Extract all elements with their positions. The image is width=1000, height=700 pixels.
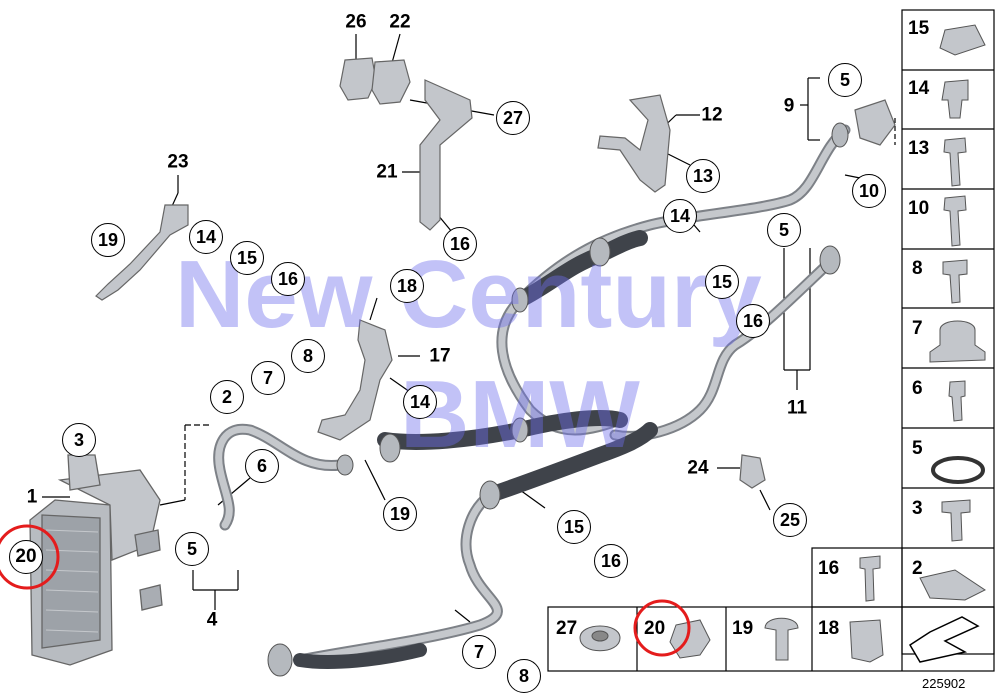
callout-12: 12 <box>701 104 723 126</box>
part-cell-label: 8 <box>912 258 923 279</box>
callout-21: 21 <box>376 161 398 183</box>
diagram-number: 225902 <box>922 676 966 691</box>
callout-15-lower: 15 <box>557 510 591 544</box>
callout-8-lower: 8 <box>507 659 541 693</box>
callout-23: 23 <box>167 151 189 173</box>
callout-27: 27 <box>496 101 530 135</box>
highlight-circles <box>0 524 691 657</box>
callout-5-right: 5 <box>767 213 801 247</box>
pipe-9-end <box>854 99 896 146</box>
callout-7-lower: 7 <box>462 635 496 669</box>
callout-10: 10 <box>852 174 886 208</box>
part-cell-label: 18 <box>818 618 840 639</box>
callout-1: 1 <box>26 486 38 508</box>
part-cell-label: 13 <box>908 138 930 159</box>
callout-19-center: 19 <box>383 497 417 531</box>
bracket-23 <box>95 204 189 301</box>
callout-16-bracket: 16 <box>443 227 477 261</box>
oil-cooler <box>29 454 163 666</box>
fittings <box>267 122 849 677</box>
callout-17: 17 <box>429 345 451 367</box>
callout-15-upper-right: 15 <box>705 265 739 299</box>
parts-table <box>547 9 995 672</box>
part-cell-label: 27 <box>556 618 578 639</box>
callout-9: 9 <box>783 95 795 117</box>
part-cell-label: 2 <box>912 558 923 579</box>
part-cell-label: 16 <box>818 558 840 579</box>
bracket-12 <box>597 94 671 193</box>
pipes <box>213 124 851 666</box>
callout-14-center: 14 <box>403 385 437 419</box>
bracket-24 <box>739 454 766 489</box>
callout-2: 2 <box>210 380 244 414</box>
part-cell-label: 10 <box>908 198 930 219</box>
callout-25: 25 <box>773 503 807 537</box>
watermark-line2: BMW <box>400 361 640 468</box>
part-cell-label: 19 <box>732 618 754 639</box>
bracket-17 <box>317 319 393 441</box>
callout-15-upper-left: 15 <box>230 241 264 275</box>
callout-26: 26 <box>345 11 367 33</box>
part-cell-label: 14 <box>908 78 930 99</box>
callout-7-upper: 7 <box>251 361 285 395</box>
callout-18: 18 <box>390 269 424 303</box>
part-cell-label: 6 <box>912 378 923 399</box>
callout-6: 6 <box>245 449 279 483</box>
watermark-line1: New Century <box>175 241 762 348</box>
callout-16-upper-left: 16 <box>271 262 305 296</box>
part-cell-label-highlighted: 20 <box>644 618 666 639</box>
callout-16-upper-right: 16 <box>736 304 770 338</box>
callout-22: 22 <box>389 11 411 33</box>
part-cell-label: 3 <box>912 498 923 519</box>
callout-13: 13 <box>686 159 720 193</box>
callout-14-upper-right: 14 <box>663 199 697 233</box>
callout-5-left: 5 <box>175 532 209 566</box>
callout-14-upper-left: 14 <box>189 220 223 254</box>
bracket-21 <box>339 57 473 231</box>
part-cell-label: 15 <box>908 18 930 39</box>
callout-19-bracket: 19 <box>91 223 125 257</box>
part-cell-label: 7 <box>912 318 923 339</box>
callout-16-lower: 16 <box>594 544 628 578</box>
callout-5-top-right: 5 <box>828 63 862 97</box>
callout-11: 11 <box>786 397 808 419</box>
callout-8-upper: 8 <box>291 339 325 373</box>
callout-24: 24 <box>687 457 709 479</box>
callout-4: 4 <box>206 609 218 631</box>
callout-3: 3 <box>62 423 96 457</box>
callout-20-highlighted: 20 <box>9 540 43 574</box>
part-cell-label: 5 <box>912 438 923 459</box>
part-thumbnails <box>579 24 986 663</box>
